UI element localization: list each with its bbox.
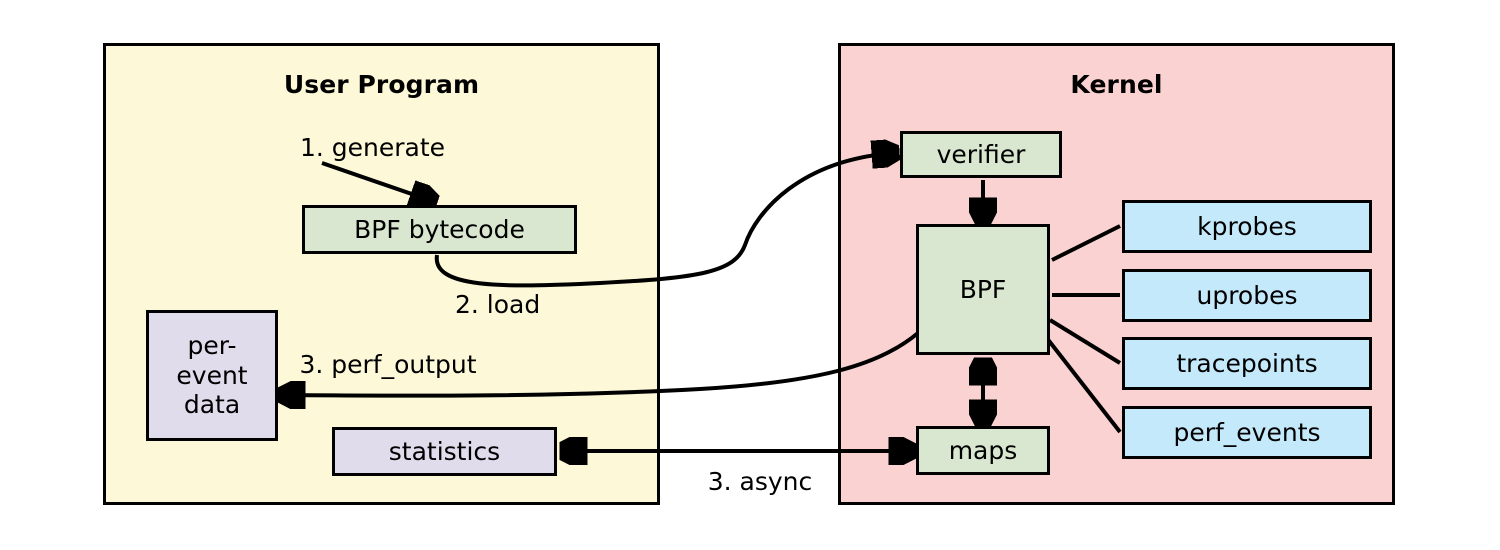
node-bpf-label: BPF [959,274,1007,304]
node-bpf-bytecode-label: BPF bytecode [354,214,525,244]
node-bpf[interactable]: BPF [916,224,1050,355]
node-kprobes[interactable]: kprobes [1122,200,1372,253]
node-maps[interactable]: maps [916,426,1050,475]
node-tracepoints-label: tracepoints [1176,348,1318,378]
edge-label-generate: 1. generate [300,133,446,162]
node-statistics-label: statistics [388,436,501,466]
node-perf-events-label: perf_events [1173,417,1321,447]
node-maps-label: maps [948,435,1018,465]
node-per-event-data-line3: data [183,390,241,420]
node-verifier-label: verifier [936,139,1026,169]
node-statistics[interactable]: statistics [332,427,557,476]
node-bpf-bytecode[interactable]: BPF bytecode [302,205,577,254]
node-verifier[interactable]: verifier [900,131,1062,178]
node-per-event-data[interactable]: per- event data [146,310,278,441]
node-per-event-data-line2: event [176,360,248,390]
node-uprobes[interactable]: uprobes [1122,269,1372,322]
node-perf-events[interactable]: perf_events [1122,406,1372,459]
edge-label-load: 2. load [455,290,541,319]
edge-label-async-read-line1: 3. async [707,467,813,496]
edge-label-async-read: 3. async read [708,408,813,550]
user-program-title: User Program [283,70,480,99]
node-uprobes-label: uprobes [1196,280,1298,310]
node-tracepoints[interactable]: tracepoints [1122,337,1372,390]
node-per-event-data-line1: per- [187,331,237,361]
edge-label-perf-output: 3. perf_output [299,350,477,379]
kernel-title: Kernel [1070,70,1163,99]
node-kprobes-label: kprobes [1197,211,1297,241]
